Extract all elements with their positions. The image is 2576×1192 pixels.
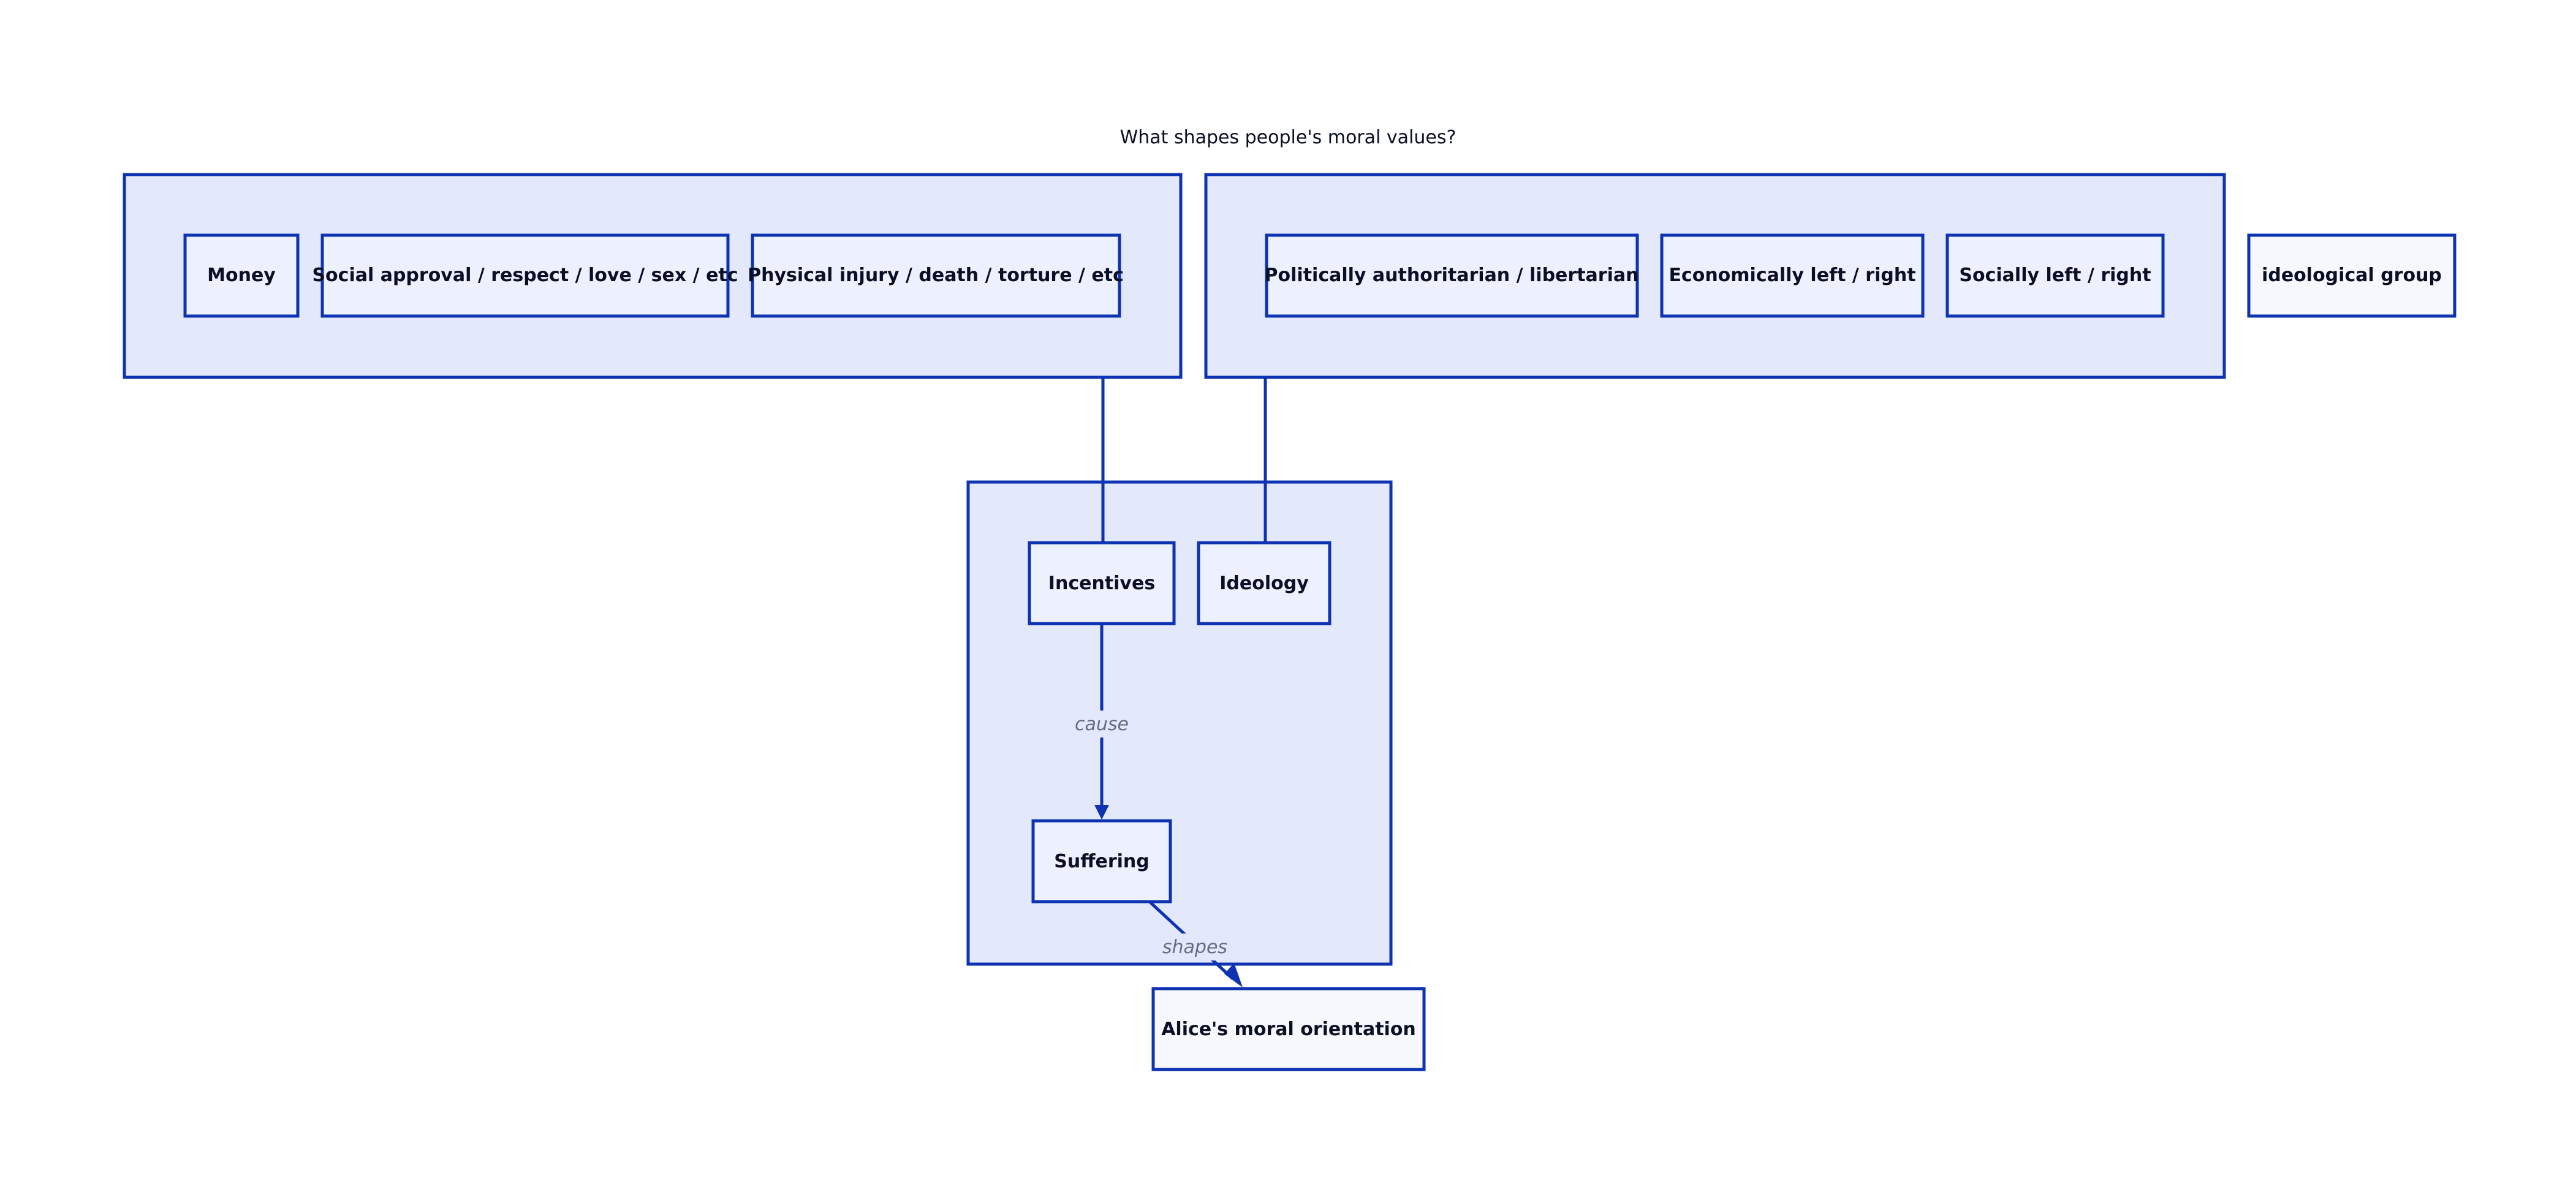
- physical-injury-label: Physical injury / death / torture / etc: [748, 265, 1124, 286]
- incentives-label: Incentives: [1048, 573, 1155, 594]
- physical-injury-node[interactable]: [751, 233, 1121, 318]
- ideological-group-label: ideological group: [2262, 265, 2442, 286]
- social-axis-label: Socially left / right: [1959, 265, 2151, 286]
- social-approval-label: Social approval / respect / love / sex /…: [312, 265, 738, 286]
- suffering-node[interactable]: [1031, 819, 1172, 903]
- money-label: Money: [207, 265, 276, 286]
- economic-axis-node[interactable]: [1660, 233, 1925, 318]
- shapes-label: shapes: [1162, 937, 1227, 958]
- cause-label: cause: [1075, 714, 1129, 735]
- ideology-label: Ideology: [1219, 573, 1309, 594]
- shapes-arrowhead: [1224, 963, 1243, 987]
- social-axis-node[interactable]: [1945, 233, 2165, 318]
- incentives-node[interactable]: [1028, 541, 1176, 625]
- suffering-label: Suffering: [1054, 851, 1150, 872]
- ideology-node[interactable]: [1197, 541, 1332, 625]
- shapes-label-bg: [1159, 934, 1230, 960]
- cause-arrowhead: [1094, 805, 1109, 820]
- political-authority-label: Politically authoritarian / libertarian: [1265, 265, 1639, 286]
- ideological-group-node[interactable]: [2247, 233, 2457, 318]
- political-authority-node[interactable]: [1265, 233, 1639, 318]
- cause-label-bg: [1072, 711, 1134, 737]
- social-approval-node[interactable]: [320, 233, 730, 318]
- moral-orientation-node[interactable]: [1151, 987, 1426, 1071]
- money-node[interactable]: [183, 233, 300, 318]
- diagram-title: What shapes people's moral values?: [1120, 127, 1457, 148]
- moral-orientation-label: Alice's moral orientation: [1161, 1019, 1416, 1040]
- economic-axis-label: Economically left / right: [1669, 265, 1915, 286]
